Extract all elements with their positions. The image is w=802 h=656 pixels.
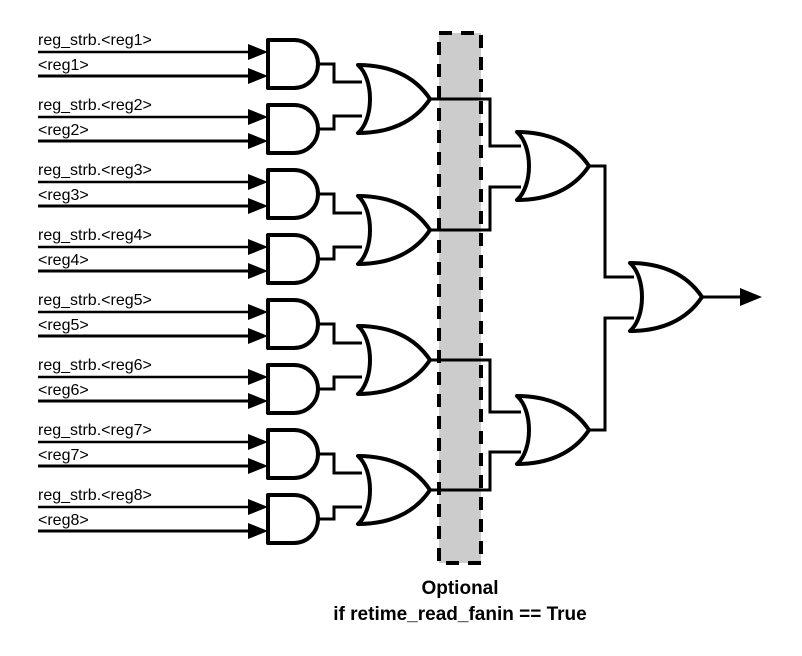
input-data-label-5: <reg5>	[38, 317, 89, 334]
input-strobe-label-2: reg_strb.<reg2>	[38, 97, 152, 114]
net-and1-to-or1	[318, 62, 362, 84]
net-and4-to-or2	[318, 245, 362, 261]
or-gate-stage1-3	[356, 324, 432, 396]
input-arrow-strobe-3	[248, 174, 268, 190]
input-group-1: reg_strb.<reg1> <reg1>	[38, 32, 268, 84]
and-gate-4	[266, 233, 320, 285]
output-arrow-icon	[740, 288, 762, 306]
net-or3-to-or6	[430, 358, 521, 414]
net-and5-to-or3	[318, 322, 362, 345]
input-arrow-data-7	[248, 458, 268, 474]
input-strobe-label-1: reg_strb.<reg1>	[38, 32, 152, 49]
and-gate-3	[266, 168, 320, 220]
optional-retime-region	[437, 31, 483, 565]
input-strobe-label-6: reg_strb.<reg6>	[38, 357, 152, 374]
input-arrow-strobe-4	[248, 239, 268, 255]
input-data-label-8: <reg8>	[38, 512, 89, 529]
input-group-8: reg_strb.<reg8> <reg8>	[38, 487, 268, 539]
input-data-label-3: <reg3>	[38, 187, 89, 204]
input-arrow-strobe-6	[248, 369, 268, 385]
input-arrow-data-1	[248, 68, 268, 84]
input-arrow-strobe-2	[248, 109, 268, 125]
input-arrow-strobe-1	[248, 44, 268, 60]
input-arrow-strobe-8	[248, 499, 268, 515]
input-group-2: reg_strb.<reg2> <reg2>	[38, 97, 268, 149]
or-gate-stage1-1	[356, 63, 432, 135]
input-data-label-1: <reg1>	[38, 57, 89, 74]
input-arrow-data-3	[248, 198, 268, 214]
net-or1-to-or5	[430, 97, 521, 148]
net-and7-to-or4	[318, 452, 362, 475]
net-and3-to-or2	[318, 192, 362, 215]
and-gate-6	[266, 363, 320, 415]
input-arrow-strobe-5	[248, 304, 268, 320]
input-strobe-label-7: reg_strb.<reg7>	[38, 422, 152, 439]
net-or2-to-or5	[430, 185, 521, 232]
optional-caption-line1: Optional	[421, 578, 498, 599]
input-strobe-label-8: reg_strb.<reg8>	[38, 487, 152, 504]
input-data-label-2: <reg2>	[38, 122, 89, 139]
input-group-7: reg_strb.<reg7> <reg7>	[38, 422, 268, 474]
and-gate-7	[266, 428, 320, 480]
or-gate-stage2-2	[515, 394, 591, 466]
net-and8-to-or4	[318, 505, 362, 521]
input-arrow-data-8	[248, 523, 268, 539]
input-group-4: reg_strb.<reg4> <reg4>	[38, 227, 268, 279]
or-gate-stage1-2	[356, 194, 432, 266]
input-group-5: reg_strb.<reg5> <reg5>	[38, 292, 268, 344]
input-data-label-7: <reg7>	[38, 447, 89, 464]
input-arrow-data-5	[248, 328, 268, 344]
net-and2-to-or1	[318, 114, 362, 131]
input-strobe-label-3: reg_strb.<reg3>	[38, 162, 152, 179]
and-gate-1	[266, 38, 320, 90]
input-data-label-4: <reg4>	[38, 252, 89, 269]
input-strobe-label-4: reg_strb.<reg4>	[38, 227, 152, 244]
input-arrow-data-4	[248, 263, 268, 279]
and-gate-2	[266, 103, 320, 155]
input-data-label-6: <reg6>	[38, 382, 89, 399]
input-arrow-data-6	[248, 393, 268, 409]
or-gate-stage1-4	[356, 454, 432, 526]
optional-caption-line2: if retime_read_fanin == True	[333, 604, 586, 625]
net-or5-to-or7	[589, 164, 634, 279]
and-gate-5	[266, 298, 320, 350]
net-or4-to-or6	[430, 450, 521, 492]
input-arrow-data-2	[248, 133, 268, 149]
input-group-3: reg_strb.<reg3> <reg3>	[38, 162, 268, 214]
net-or6-to-or7	[589, 316, 634, 432]
net-and6-to-or3	[318, 375, 362, 391]
input-strobe-label-5: reg_strb.<reg5>	[38, 292, 152, 309]
input-arrow-strobe-7	[248, 434, 268, 450]
input-group-6: reg_strb.<reg6> <reg6>	[38, 357, 268, 409]
and-gate-8	[266, 493, 320, 545]
or-gate-stage3-final	[628, 261, 704, 333]
or-gate-stage2-1	[515, 130, 591, 202]
